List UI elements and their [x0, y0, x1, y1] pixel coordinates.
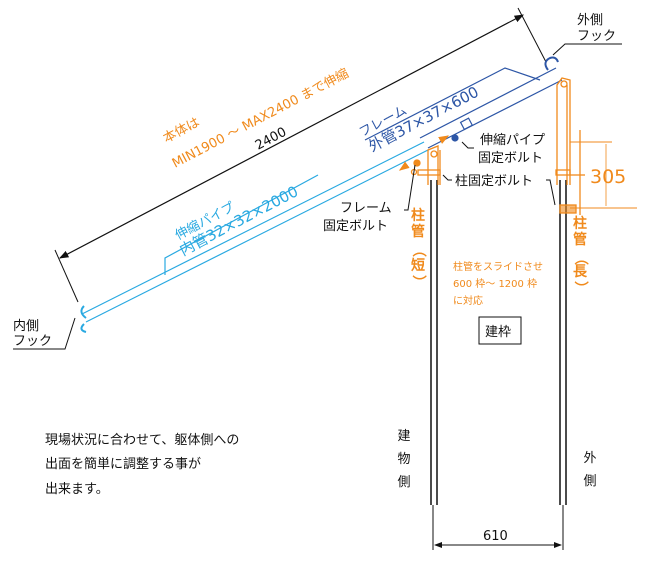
- svg-text:フック: フック: [577, 29, 616, 44]
- svg-text:（: （: [572, 251, 588, 265]
- dimension-305-label: 305: [590, 166, 626, 188]
- svg-text:フレーム: フレーム: [340, 201, 392, 216]
- slide-note: 柱管をスライドさせ 600 枠～ 1200 枠 に対応: [453, 260, 543, 307]
- svg-text:に対応: に対応: [453, 294, 483, 307]
- svg-text:柱固定ボルト: 柱固定ボルト: [455, 174, 533, 189]
- telescopic-inner-pipe: [80, 141, 429, 333]
- short-column: [430, 180, 438, 505]
- svg-text:柱管をスライドさせ: 柱管をスライドさせ: [453, 260, 543, 273]
- dimension-305: 305: [570, 141, 637, 209]
- svg-text:管: 管: [573, 231, 587, 248]
- svg-text:）: ）: [572, 281, 588, 295]
- dimension-2400-label: 2400: [253, 125, 289, 154]
- telescopic-pipe-label: 伸縮パイプ 内管32×32×2000: [172, 182, 301, 259]
- svg-text:フック: フック: [13, 334, 52, 349]
- dimension-610-label: 610: [483, 529, 508, 544]
- hook-labels: 外側 フック 内側 フック: [13, 13, 622, 350]
- svg-text:（: （: [410, 243, 426, 257]
- svg-text:建枠: 建枠: [485, 325, 511, 340]
- outside-label: 外 側: [583, 451, 596, 489]
- dimension-2400: 2400: [54, 7, 547, 303]
- svg-text:固定ボルト: 固定ボルト: [323, 219, 388, 234]
- svg-text:出来ます。: 出来ます。: [45, 482, 109, 497]
- svg-text:）: ）: [410, 275, 426, 289]
- svg-text:現場状況に合わせて、躯体側への: 現場状況に合わせて、躯体側への: [45, 432, 239, 448]
- svg-text:外: 外: [583, 451, 596, 466]
- svg-text:側: 側: [397, 475, 410, 490]
- svg-text:建: 建: [397, 429, 410, 444]
- column-bolt-callout: 柱固定ボルト: [442, 174, 556, 206]
- svg-text:物: 物: [397, 452, 410, 467]
- scaffold-frame-label: 建枠: [478, 316, 522, 345]
- svg-text:外側: 外側: [577, 13, 603, 28]
- building-side-label: 建 物 側: [397, 429, 410, 490]
- svg-text:伸縮パイプ: 伸縮パイプ: [480, 132, 545, 148]
- long-column-label: 柱 管 （ 長 ）: [572, 215, 588, 295]
- svg-text:本体は: 本体は: [161, 115, 203, 146]
- svg-text:出面を簡単に調整する事が: 出面を簡単に調整する事が: [45, 456, 201, 472]
- svg-text:短: 短: [411, 257, 425, 274]
- dimension-610: 610: [432, 505, 564, 550]
- frame-bolt-callout: フレーム 固定ボルト: [323, 164, 416, 234]
- long-column: [559, 180, 567, 505]
- frame-outer-pipe: [364, 56, 563, 149]
- svg-text:管: 管: [411, 223, 425, 240]
- svg-text:固定ボルト: 固定ボルト: [478, 151, 543, 166]
- description-text: 現場状況に合わせて、躯体側への 出面を簡単に調整する事が 出来ます。: [45, 432, 239, 497]
- svg-text:柱: 柱: [411, 207, 425, 224]
- svg-text:柱: 柱: [573, 215, 587, 232]
- svg-text:600 枠～ 1200 枠: 600 枠～ 1200 枠: [453, 277, 537, 290]
- column-sleeves: [398, 77, 585, 215]
- short-column-label: 柱 管 （ 短 ）: [410, 207, 426, 289]
- svg-text:内側: 内側: [13, 318, 39, 334]
- svg-text:側: 側: [583, 474, 596, 489]
- telescopic-bolt-callout: 伸縮パイプ 固定ボルト: [461, 132, 545, 166]
- svg-text:長: 長: [573, 264, 588, 280]
